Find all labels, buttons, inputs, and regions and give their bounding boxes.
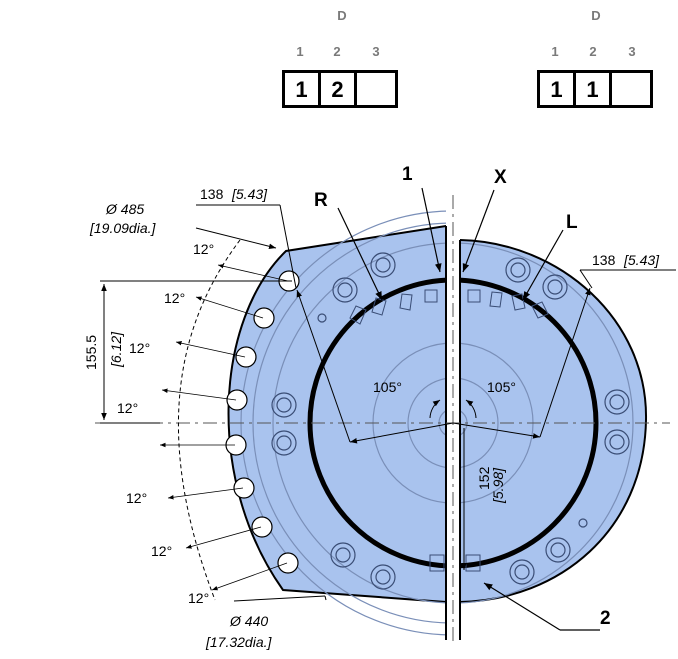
label-l: L [566, 212, 578, 233]
left-housing [227, 224, 447, 604]
hole [277, 552, 299, 574]
right-housing [459, 238, 648, 604]
dim-right-138: 138 [592, 252, 616, 268]
hole [253, 307, 275, 329]
code-cell-2: 2 [318, 70, 354, 108]
hole [233, 477, 255, 499]
code-cell-3 [609, 70, 653, 108]
code-position-3: 3 [372, 44, 380, 59]
hole-angle-label: 12° [117, 400, 138, 416]
hole [226, 389, 248, 411]
dim-152-inch: [5.98] [490, 467, 506, 504]
angle-left-105: 105° [373, 379, 402, 395]
dim-152: 152 [476, 466, 492, 490]
hole-angle-label: 12° [129, 340, 150, 356]
code-cell-2: 1 [573, 70, 609, 108]
mounting-holes [225, 270, 300, 574]
code-position-2: 2 [589, 44, 597, 59]
code-position-1: 1 [296, 44, 304, 59]
dim-diameter-485: Ø 485 [105, 201, 144, 217]
label-2: 2 [600, 608, 611, 629]
slot-features [349, 289, 549, 572]
code-cell-1: 1 [282, 70, 318, 108]
dim-155-inch: [6.12] [108, 331, 124, 368]
code-position-1: 1 [551, 44, 559, 59]
dim-155: 155.5 [83, 335, 99, 370]
hole-angle-label: 12° [188, 590, 209, 606]
angle-lines [349, 399, 541, 444]
diameter-arcs [177, 227, 327, 602]
radius-dimension-lines [196, 204, 676, 443]
dim-diameter-485-inch: [19.09dia.] [89, 220, 156, 236]
code-position-2: 2 [333, 44, 341, 59]
code-cell-3 [354, 70, 398, 108]
dim-diameter-440-inch: [17.32dia.] [205, 634, 272, 650]
hole [251, 516, 273, 538]
code-position-3: 3 [628, 44, 636, 59]
dim-right-138-inch: [5.43] [623, 252, 660, 268]
label-1: 1 [402, 164, 413, 185]
hole-angle-lines [160, 264, 289, 591]
bolt-heads [271, 252, 630, 590]
label-r: R [314, 190, 328, 211]
dim-diameter-440: Ø 440 [229, 613, 268, 629]
hole-angle-label: 12° [126, 490, 147, 506]
code-cell-1: 1 [537, 70, 573, 108]
label-x: X [494, 167, 507, 188]
hole-angle-label: 12° [193, 241, 214, 257]
hole-angle-label: 12° [164, 290, 185, 306]
dim-left-138: 138 [200, 186, 224, 202]
hole [235, 346, 257, 368]
hole-angle-label: 12° [151, 543, 172, 559]
label-arrows [337, 187, 600, 631]
angle-right-105: 105° [487, 379, 516, 395]
vertical-dimension-155 [100, 280, 292, 424]
dim-left-138-inch: [5.43] [231, 186, 268, 202]
code-header-right: D [591, 8, 601, 23]
code-header-left: D [337, 8, 347, 23]
